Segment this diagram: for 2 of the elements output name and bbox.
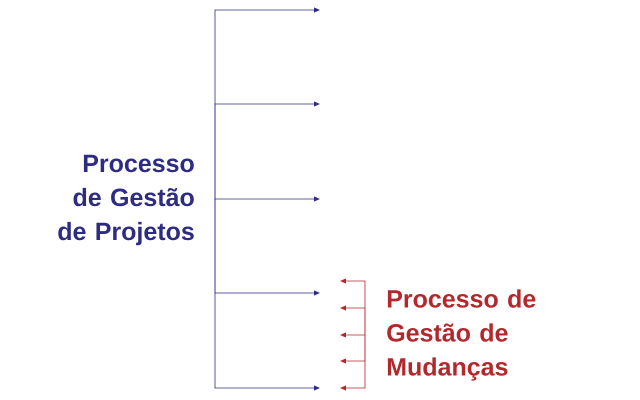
process-label: Processo de Gestão de Projetos	[58, 154, 194, 246]
process-label: Processo de Gestão de Mudanças	[387, 289, 536, 381]
